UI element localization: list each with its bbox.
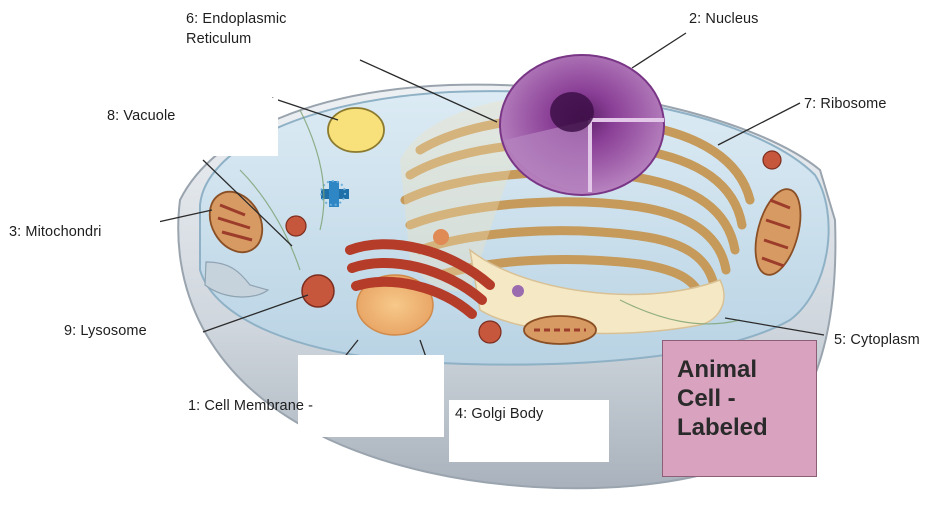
label-nucleus: 2: Nucleus <box>689 10 759 28</box>
title-line-2: Cell - <box>677 384 816 413</box>
label-endoplasmic-reticulum-line2: Reticulum <box>186 30 251 48</box>
label-golgi-body: 4: Golgi Body <box>455 405 543 423</box>
label-lysosome: 9: Lysosome <box>64 322 147 340</box>
mitochondrion-bottom <box>524 316 596 344</box>
title-line-3: Labeled <box>677 413 816 442</box>
label-mitochondria: 3: Mitochondri <box>9 223 101 241</box>
lysosome <box>302 275 334 307</box>
label-endoplasmic-reticulum: 6: Endoplasmic <box>186 10 287 28</box>
title-box: Animal Cell - Labeled <box>662 340 817 477</box>
label-ribosome: 7: Ribosome <box>804 95 887 113</box>
vacuole <box>328 108 384 152</box>
label-vacuole: 8: Vacuole <box>107 107 175 125</box>
title-line-1: Animal <box>677 355 816 384</box>
label-cytoplasm: 5: Cytoplasm <box>834 331 920 349</box>
label-cell-membrane: 1: Cell Membrane - <box>188 397 313 415</box>
